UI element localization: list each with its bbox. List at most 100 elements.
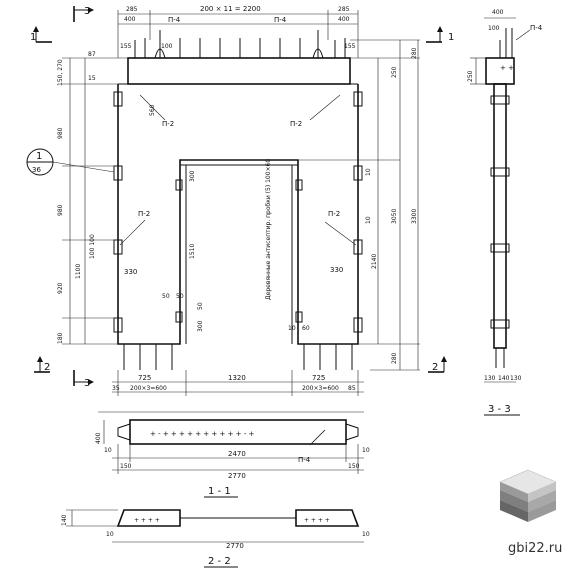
dim-10-a: 10 [288,325,296,332]
side-dim-140: 140 [498,375,510,382]
dim-980-b: 980 [57,204,64,216]
label-p2-b: П-2 [290,120,302,128]
section-arrow-2-left [34,356,50,373]
section-arrow-3-bot [73,370,94,386]
sec2-dim-10-b: 10 [362,531,370,538]
dim-155-l: 155 [120,43,132,50]
section-2-2: + + + + + + + + 140 10 10 2770 2 - 2 [61,509,370,568]
detail-callout [26,148,115,176]
dim-330-r: 330 [330,266,343,274]
sec1-dim-2770: 2770 [228,472,246,480]
section-arrow-1-left [33,26,52,43]
dim-15: 15 [88,75,96,82]
dim-3050: 3050 [391,209,398,224]
dim-top-main: 200 × 11 = 2200 [200,5,261,13]
dim-560: 560 [149,104,156,116]
svg-text:+ - + + + + + + + + + + - +: + - + + + + + + + + + + - + [150,430,254,438]
dim-85: 85 [348,385,356,392]
callout-bottom: 36 [32,166,41,174]
section-label-1-right: 1 [448,32,454,43]
label-p4-right: П-4 [274,16,287,24]
svg-text:+ + + +: + + + + [304,517,330,524]
sec2-dim-10-a: 10 [106,531,114,538]
section-label-1-left: 1 [30,32,36,43]
section-label-2-left: 2 [44,362,50,373]
sec1-title: 1 - 1 [208,486,231,497]
bottom-rebar [123,344,353,370]
sec1-dim-400: 400 [95,432,102,444]
dim-150-270: 150, 270 [57,59,64,86]
dim-725-r: 725 [312,374,325,382]
sec1-dim-150-a: 150 [120,463,132,470]
dim-300-b: 300 [197,320,204,332]
watermark-text: gbi22.ru [508,541,562,556]
svg-text:+ +: + + [500,64,514,72]
callout-top: 1 [36,151,42,162]
dim-top-400-l: 400 [124,16,136,23]
dim-725-l: 725 [138,374,151,382]
label-p2-d: П-2 [328,210,340,218]
section-arrow-2-right [428,356,447,373]
side-dim-400: 400 [492,9,504,16]
sec1-label-p4: П-4 [298,456,311,464]
gbi22-logo [499,469,557,522]
left-pier [117,84,359,345]
side-dim-100: 100 [488,25,500,32]
sec1-dim-10-b: 10 [362,447,370,454]
side-dim-130-a: 130 [484,375,496,382]
section-label-2-right: 2 [432,362,438,373]
dim-330-l: 330 [124,268,137,276]
dim-50-a: 50 [162,293,170,300]
dim-87: 87 [88,51,96,58]
sec1-dim-150-b: 150 [348,463,360,470]
side-label-p4: П-4 [530,24,543,32]
right-notches [353,91,363,333]
dim-top-285-l: 285 [126,6,138,13]
sec2-title: 2 - 2 [208,556,231,567]
dim-1100: 1100 [75,264,82,279]
side-view-3-3: + + 400 100 П-4 250 130 140 130 3 - 3 [467,9,543,416]
dim-2140: 2140 [371,254,378,269]
top-rebar [134,30,346,59]
dim-1510: 1510 [189,244,196,259]
dim-top-285-r: 285 [338,6,350,13]
svg-text:+ + + +: + + + + [134,517,160,524]
dim-100: 100 [161,43,173,50]
dim-980-a: 980 [57,127,64,139]
dim-1320: 1320 [228,374,246,382]
dim-bottom-left: 200×3=600 [130,385,167,392]
side-dim-250: 250 [467,70,474,82]
sec2-dim-2770: 2770 [226,542,244,550]
dim-280: 280 [411,47,418,59]
label-p2-c: П-2 [138,210,150,218]
dim-10-b: 10 [365,168,372,176]
side-title: 3 - 3 [488,404,511,415]
top-beam [127,57,351,85]
sec1-dim-2470: 2470 [228,450,246,458]
dim-top-400-r: 400 [338,16,350,23]
dim-10-c: 10 [365,216,372,224]
sec1-dim-10-a: 10 [104,447,112,454]
vertical-note: Деревянные антисептир. пробки (5) 100×60 [265,159,272,300]
sec2-dim-140: 140 [61,514,68,526]
dim-100-100: 100 100 [89,234,96,259]
section-1-1: + - + + + + + + + + + + - + 400 10 10 15… [95,411,370,498]
dim-250: 250 [391,66,398,78]
section-label-3-bot: 3 [84,378,90,389]
dim-60: 60 [302,325,310,332]
dim-35: 35 [112,385,120,392]
front-view: 3 3 1 1 2 2 200 × 11 = 2200 285 400 285 … [26,5,454,446]
label-p2-a: П-2 [162,120,174,128]
dim-155-r: 155 [344,43,356,50]
side-dim-130-b: 130 [510,375,522,382]
section-label-3-top: 3 [84,6,90,17]
dim-180: 180 [57,332,64,344]
dim-bottom-right: 200×3=600 [302,385,339,392]
dim-300: 300 [189,170,196,182]
section-arrow-3-top [73,6,94,22]
dim-280-b: 280 [391,352,398,364]
label-p4-left: П-4 [168,16,181,24]
dim-920: 920 [57,282,64,294]
dim-3300: 3300 [411,209,418,224]
